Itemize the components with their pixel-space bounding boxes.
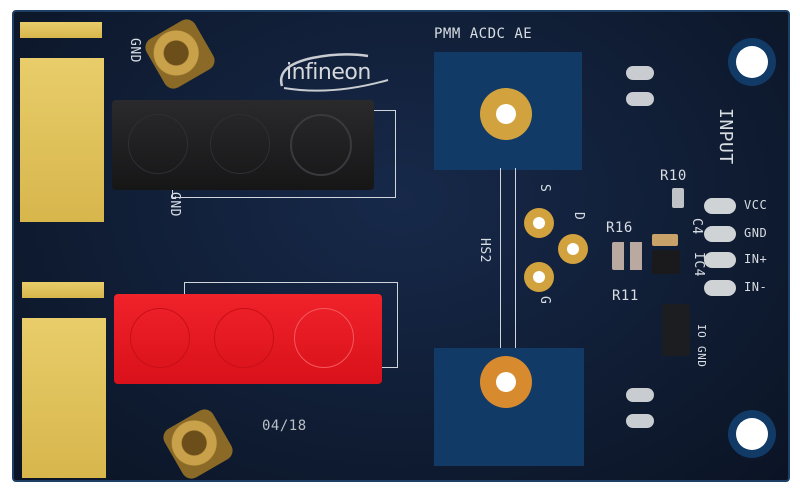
label-r10: R10 xyxy=(660,168,687,184)
resistor-r16-pads xyxy=(612,242,644,270)
ic4-chip xyxy=(652,250,680,274)
socket-hole-2 xyxy=(214,308,274,368)
solder-pad xyxy=(626,92,654,106)
gold-pad-bottom-small xyxy=(22,282,104,298)
input-label-in-plus: IN+ xyxy=(744,252,768,266)
mounting-ring-bottom xyxy=(480,356,532,408)
pin-label-d: D xyxy=(571,212,586,221)
banana-socket-black[interactable] xyxy=(112,100,374,190)
gold-pad-top-small xyxy=(20,22,102,38)
logo-swoosh-icon xyxy=(279,53,389,92)
brass-standoff-top xyxy=(141,15,219,93)
mounting-ring-top xyxy=(480,88,532,140)
date-code: 04/18 xyxy=(262,418,307,434)
jumper-label-gnd: GND xyxy=(695,346,708,368)
jumper-label-io: IO xyxy=(695,324,708,339)
socket-hole-3 xyxy=(294,308,354,368)
solder-pad xyxy=(626,66,654,80)
resistor-r10 xyxy=(672,188,684,208)
pcb-board: GND GND infineon 04/18 PMM ACDC AE HS2 S… xyxy=(12,10,790,483)
input-pin-gnd[interactable] xyxy=(704,226,736,242)
logo-text: infineon xyxy=(286,60,371,85)
input-label-vcc: VCC xyxy=(744,198,768,212)
socket-hole-2 xyxy=(210,114,270,174)
gnd-label-top: GND xyxy=(127,38,142,63)
input-label: INPUT xyxy=(715,108,736,165)
infineon-logo: infineon xyxy=(272,50,392,98)
gold-pad-bottom-large xyxy=(22,318,106,478)
input-label-in-minus: IN- xyxy=(744,280,768,294)
mounting-hole-top xyxy=(736,46,768,78)
board-title: PMM ACDC AE xyxy=(434,26,533,42)
label-r16: R16 xyxy=(606,220,633,236)
pad-source xyxy=(524,208,554,238)
pin-label-s: S xyxy=(537,184,552,193)
capacitor-c4 xyxy=(652,234,678,246)
socket-hole-3 xyxy=(290,114,352,176)
socket-hole-1 xyxy=(128,114,188,174)
input-pin-vcc[interactable] xyxy=(704,198,736,214)
pad-gate xyxy=(524,262,554,292)
brass-standoff-bottom xyxy=(159,405,237,483)
gold-pad-top-large xyxy=(20,58,104,222)
label-r11: R11 xyxy=(612,288,639,304)
label-c4: C4 xyxy=(689,218,704,235)
mounting-hole-bottom xyxy=(736,418,768,450)
input-pin-in-minus[interactable] xyxy=(704,280,736,296)
heatsink-stem xyxy=(500,168,516,348)
pad-drain xyxy=(558,234,588,264)
input-label-gnd: GND xyxy=(744,226,768,240)
jumper-header[interactable] xyxy=(662,304,690,356)
banana-socket-red[interactable] xyxy=(114,294,382,384)
input-pin-in-plus[interactable] xyxy=(704,252,736,268)
heatsink-label: HS2 xyxy=(477,238,492,263)
socket-hole-1 xyxy=(130,308,190,368)
solder-pad xyxy=(626,388,654,402)
pin-label-g: G xyxy=(537,296,552,305)
solder-pad xyxy=(626,414,654,428)
